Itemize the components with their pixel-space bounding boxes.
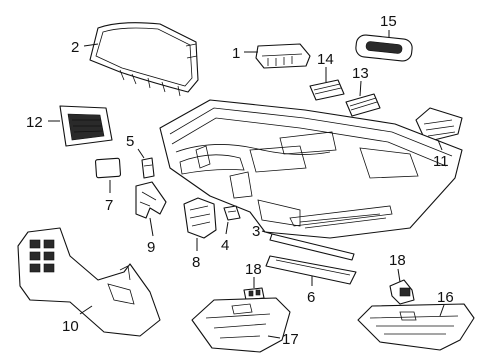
part-12-left-vent xyxy=(59,105,113,147)
part-6-trim-panel xyxy=(265,255,357,285)
callout-12: 12 xyxy=(26,114,43,131)
callout-6: 6 xyxy=(307,289,315,306)
callout-15: 15 xyxy=(380,13,397,30)
part-8-switch-assembly xyxy=(183,197,217,239)
leader-18b xyxy=(397,268,401,283)
callout-9: 9 xyxy=(147,239,155,256)
part-4-switch xyxy=(223,205,241,221)
callout-17: 17 xyxy=(282,331,299,348)
callout-18b: 18 xyxy=(389,252,406,269)
callout-labels: 1 2 3 4 5 6 7 8 9 10 11 12 13 14 15 16 1… xyxy=(26,13,454,348)
callout-5: 5 xyxy=(126,133,134,150)
part-10-knee-panel xyxy=(17,227,161,337)
part-17-glove-box xyxy=(191,297,291,353)
callout-7: 7 xyxy=(105,197,113,214)
leader-5 xyxy=(137,148,145,159)
part-2-cluster-hood xyxy=(89,22,199,97)
callout-16: 16 xyxy=(437,289,454,306)
part-14-center-vent xyxy=(309,79,345,101)
part-13-center-vent xyxy=(345,93,381,117)
leader-17 xyxy=(267,335,281,339)
part-18-latch-right xyxy=(389,279,415,305)
callout-1: 1 xyxy=(232,45,240,62)
leader-2 xyxy=(83,43,99,47)
leader-3 xyxy=(261,230,273,235)
callout-3: 3 xyxy=(252,223,260,240)
callout-2: 2 xyxy=(71,39,79,56)
part-instrument-panel xyxy=(159,99,463,239)
part-16-glove-box-inner xyxy=(357,303,475,351)
leader-11 xyxy=(437,139,443,151)
part-9-bracket xyxy=(135,181,167,219)
leader-9 xyxy=(149,217,154,237)
part-3-trim-strip xyxy=(269,233,355,261)
leader-16 xyxy=(439,304,445,317)
callout-13: 13 xyxy=(352,65,369,82)
callout-18a: 18 xyxy=(245,261,262,278)
callout-14: 14 xyxy=(317,51,334,68)
callout-8: 8 xyxy=(192,254,200,271)
leader-13 xyxy=(359,80,362,97)
callout-4: 4 xyxy=(221,237,229,254)
part-5-clip xyxy=(141,157,155,179)
leader-lines xyxy=(48,30,445,339)
callout-10: 10 xyxy=(62,318,79,335)
part-15-bezel xyxy=(355,34,413,62)
part-1-switch-bezel xyxy=(255,43,311,69)
leader-4 xyxy=(225,221,229,235)
part-7-cover-plate xyxy=(94,157,122,179)
callout-11: 11 xyxy=(433,153,449,170)
leader-10 xyxy=(79,305,93,315)
